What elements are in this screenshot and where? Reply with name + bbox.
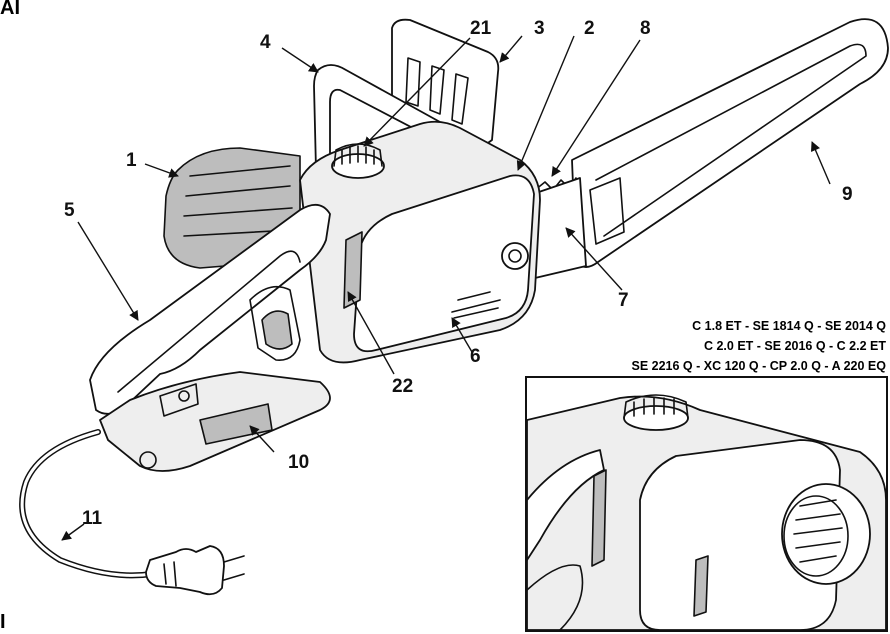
leader-4: [281, 47, 319, 73]
leader-22: [347, 291, 395, 375]
model-line-2: C 2.0 ET - SE 2016 Q - C 2.2 ET: [704, 339, 886, 353]
chainsaw-illustration: [19, 18, 889, 596]
callout-5: 5: [64, 200, 75, 221]
guide-bar: [571, 18, 889, 268]
callout-8: 8: [640, 18, 651, 39]
corner-label-top: AI: [0, 0, 20, 19]
model-line-1: C 1.8 ET - SE 1814 Q - SE 2014 Q: [692, 319, 886, 333]
callout-1: 1: [126, 150, 137, 171]
leader-21: [363, 37, 471, 147]
callout-7: 7: [618, 290, 629, 311]
plug: [145, 545, 225, 596]
inset-detail: [525, 376, 888, 632]
model-line-3: SE 2216 Q - XC 120 Q - CP 2.0 Q - A 220 …: [631, 359, 886, 373]
leader-9: [810, 141, 831, 185]
leader-2: [516, 35, 575, 171]
leader-3: [499, 35, 523, 63]
callout-9: 9: [842, 184, 853, 205]
model-list: C 1.8 ET - SE 1814 Q - SE 2014 Q C 2.0 E…: [631, 319, 886, 373]
side-cover: [353, 174, 535, 353]
callout-10: 10: [288, 452, 309, 473]
callout-21: 21: [470, 18, 492, 39]
callout-22: 22: [392, 376, 413, 397]
leader-10: [249, 425, 275, 453]
callout-4: 4: [260, 32, 271, 53]
corner-label-bottom: I: [0, 611, 6, 633]
callout-3: 3: [534, 18, 545, 39]
callout-6: 6: [470, 346, 481, 367]
leader-1: [144, 163, 179, 178]
front-handle: [313, 64, 441, 171]
callout-2: 2: [584, 18, 595, 39]
leader-8: [551, 39, 641, 177]
leader-lines: [61, 35, 831, 541]
leader-5: [77, 221, 139, 321]
leader-11: [61, 523, 85, 541]
callout-11: 11: [82, 508, 103, 529]
leader-6: [451, 317, 473, 353]
leader-7: [565, 227, 623, 291]
